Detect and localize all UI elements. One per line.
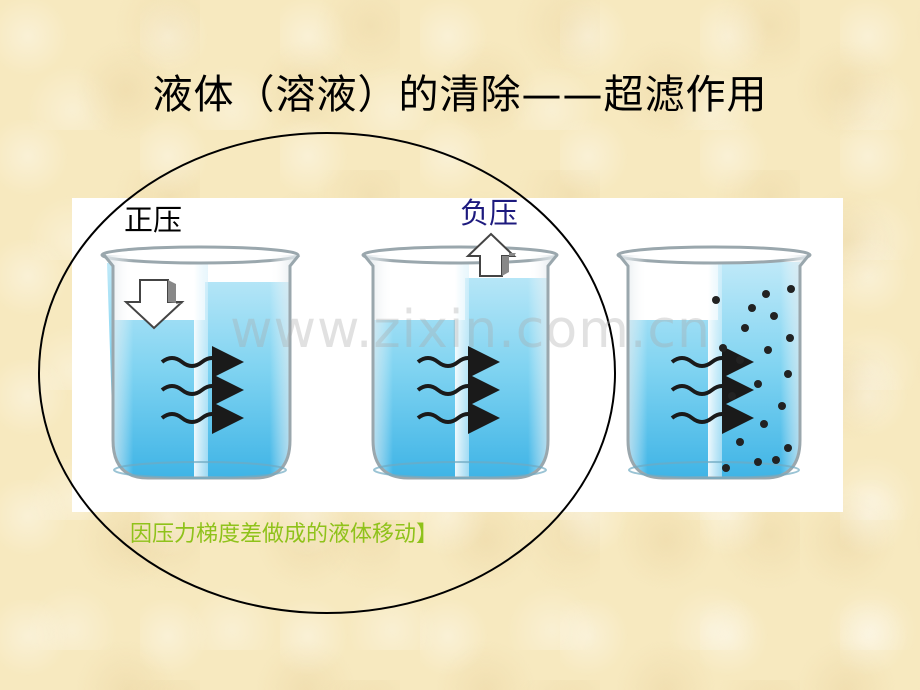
solute-particles	[712, 285, 795, 472]
slide-title: 液体（溶液）的清除——超滤作用	[152, 72, 768, 118]
up-arrow-icon	[465, 232, 517, 277]
flow-arrows	[160, 346, 244, 434]
negative-pressure-label: 负压	[460, 196, 519, 230]
down-arrow-icon	[123, 279, 185, 330]
positive-pressure-label: 正压	[124, 203, 183, 237]
highlight-ellipse	[38, 132, 616, 614]
flow-arrows	[416, 346, 500, 434]
beaker-negative-pressure	[361, 232, 559, 480]
beaker-solute-filtration	[616, 245, 812, 480]
caption: 因压力梯度差做成的液体移动】	[130, 522, 439, 547]
beaker-positive-pressure	[100, 245, 301, 480]
flow-arrows	[670, 346, 754, 434]
watermark: www.zixin.com.cn	[230, 300, 711, 360]
